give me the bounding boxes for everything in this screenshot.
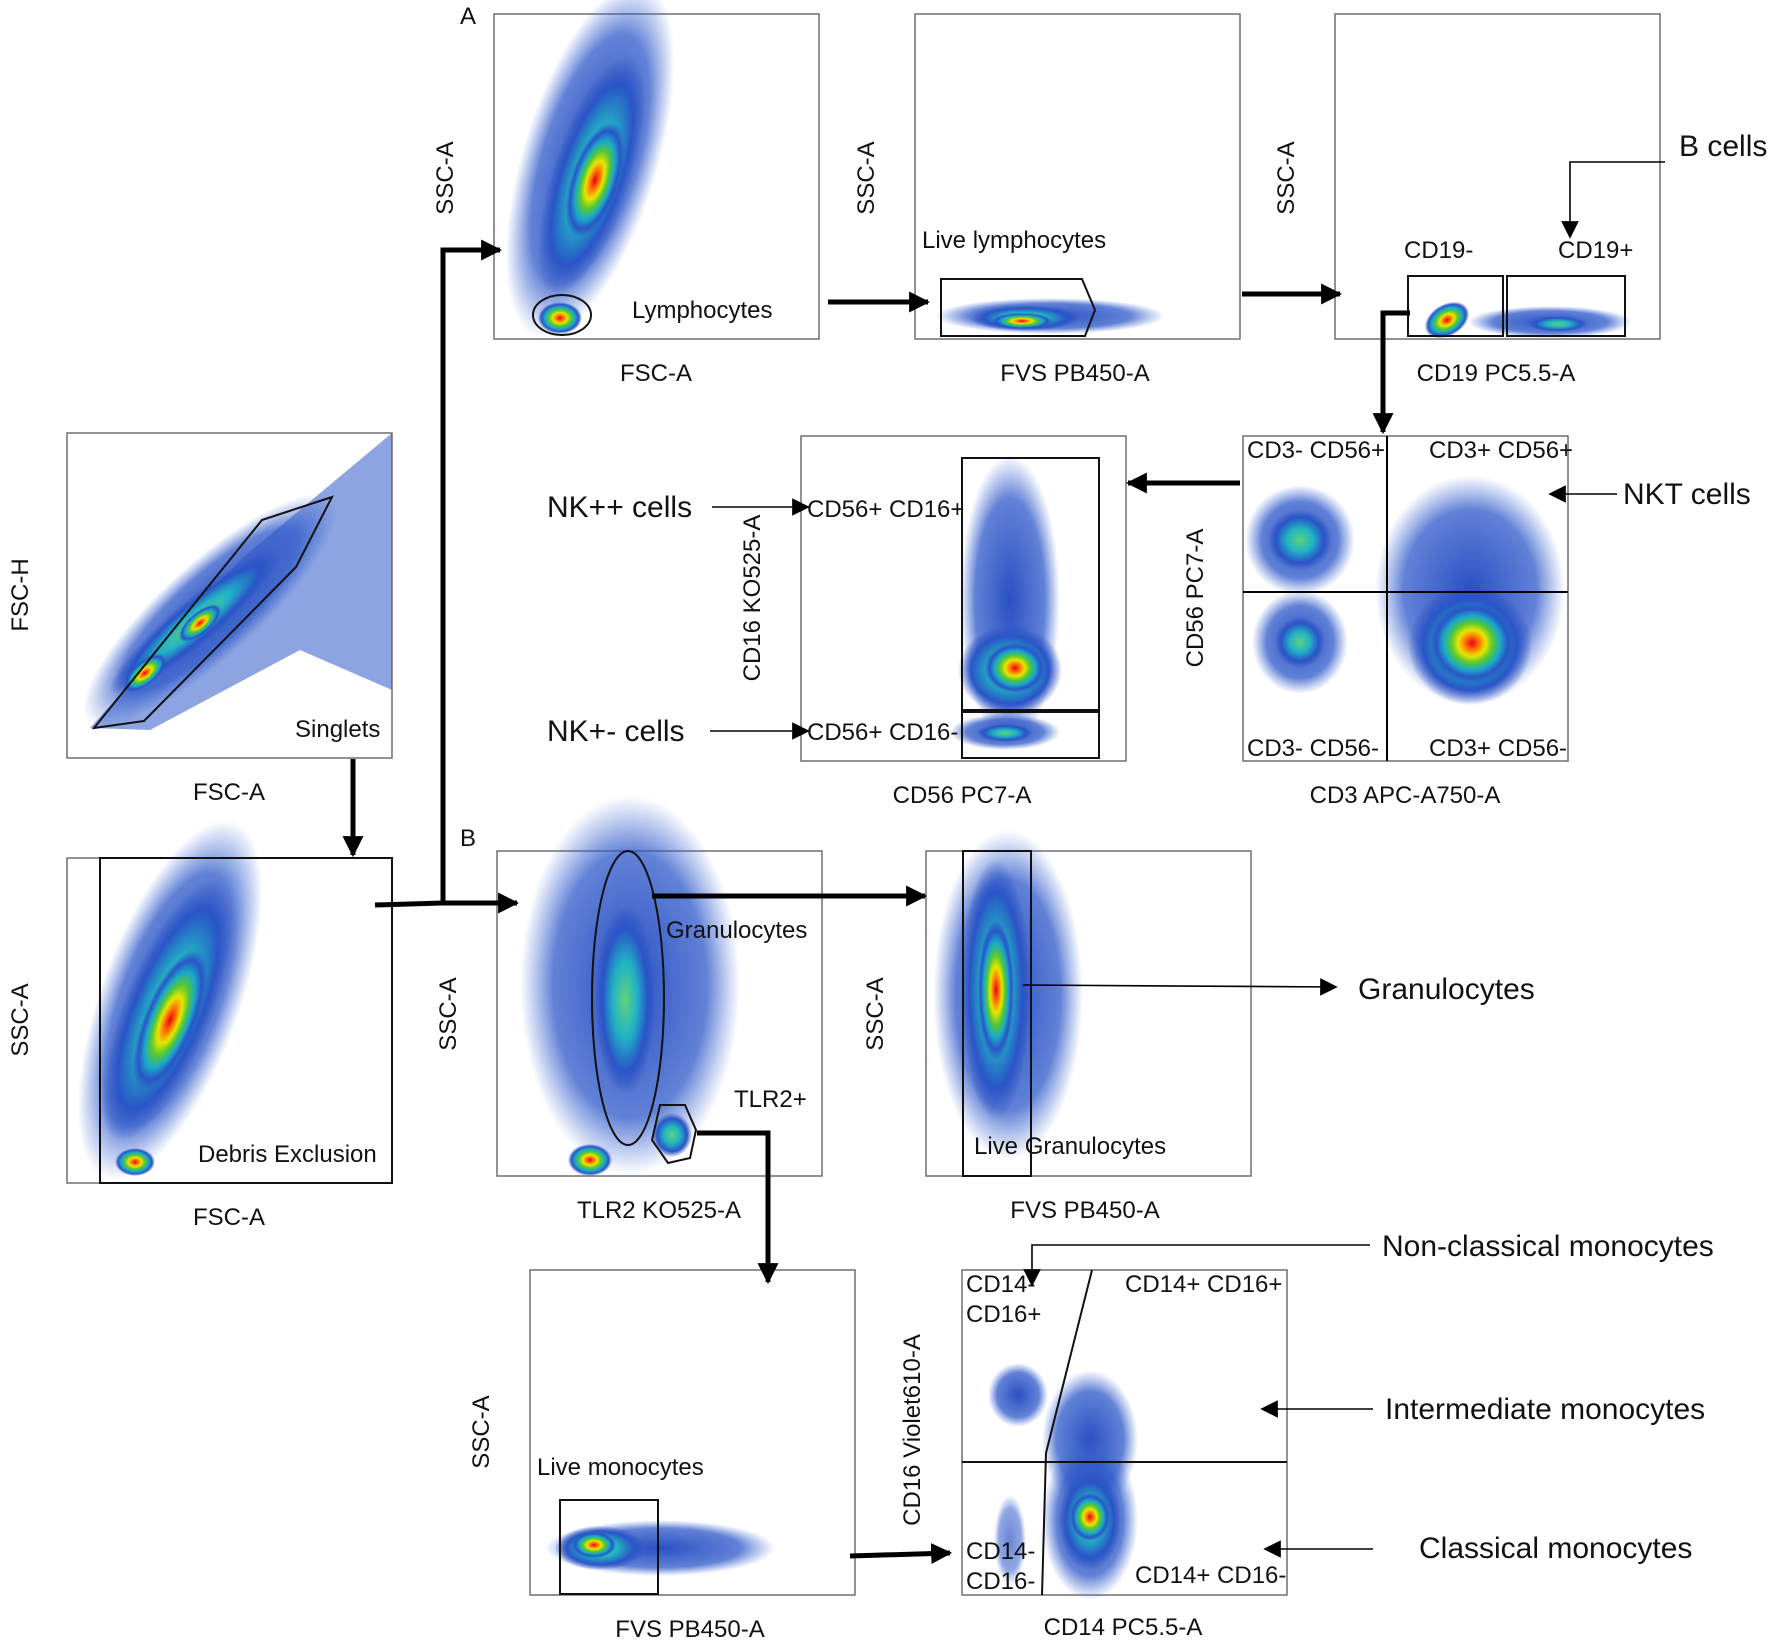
cd14-quadrant-tl-1: CD14-: [966, 1271, 1035, 1298]
singlets-gate: [91, 495, 335, 730]
non-classical-monocytes-label: Non-classical monocytes: [1382, 1230, 1714, 1263]
cd56-x-axis: CD56 PC7-A: [893, 782, 1032, 809]
cd56-cd16-positive-gate: [961, 457, 1100, 711]
live-granulocytes-x-axis: FVS PB450-A: [1010, 1197, 1159, 1224]
panel-letter-b: B: [460, 825, 476, 852]
lymphocytes-plot: Lymphocytes FSC-A SSC-A: [432, 0, 820, 387]
granulocytes-gate-label: Granulocytes: [666, 917, 807, 944]
cd19-plot: CD19- CD19+ CD19 PC5.5-A SSC-A: [1273, 13, 1661, 387]
debris-plot: Debris Exclusion FSC-A SSC-A: [7, 819, 393, 1231]
live-monocytes-y-axis: SSC-A: [468, 1395, 495, 1468]
tlr2-plot: Granulocytes TLR2+ TLR2 KO525-A SSC-A: [435, 795, 823, 1224]
cd14-quadrant-bl-2: CD16-: [966, 1568, 1035, 1595]
granulocytes-gate: [591, 850, 665, 1146]
granulocytes-population-label: Granulocytes: [1358, 973, 1535, 1006]
lymphocytes-gate: [532, 294, 592, 336]
cd56-cd16-density: [950, 455, 1062, 750]
cd56-cd16-plot: CD56+ CD16+ CD56+ CD16- CD56 PC7-A CD16 …: [739, 435, 1127, 809]
live-monocytes-density: [545, 1520, 775, 1576]
live-monocytes-gate: [559, 1499, 659, 1595]
debris-x-axis: FSC-A: [193, 1204, 265, 1231]
cd3-quadrant-bl: CD3- CD56-: [1247, 735, 1379, 762]
cd3-y-axis: CD56 PC7-A: [1182, 529, 1209, 668]
cd14-x-axis: CD14 PC5.5-A: [1044, 1614, 1203, 1641]
live-lymphocytes-plot: Live lymphocytes FVS PB450-A SSC-A: [853, 13, 1241, 387]
live-lymphocytes-y-axis: SSC-A: [853, 141, 880, 214]
tlr2-y-axis: SSC-A: [435, 977, 462, 1050]
live-granulocytes-gate-label: Live Granulocytes: [974, 1133, 1166, 1160]
lymphocytes-gate-label: Lymphocytes: [632, 297, 773, 324]
live-granulocytes-plot: Live Granulocytes FVS PB450-A SSC-A: [862, 830, 1252, 1224]
live-lymphocytes-x-axis: FVS PB450-A: [1000, 360, 1149, 387]
cd19-negative-label: CD19-: [1404, 237, 1473, 264]
live-lymphocytes-density: [935, 298, 1165, 334]
cd19-negative-gate: [1407, 275, 1504, 337]
tlr2-positive-label: TLR2+: [734, 1086, 807, 1113]
singlets-x-axis: FSC-A: [193, 779, 265, 806]
debris-y-axis: SSC-A: [7, 983, 34, 1056]
singlets-y-axis: FSC-H: [7, 558, 34, 631]
live-granulocytes-gate: [962, 850, 1032, 1177]
b-cells-label: B cells: [1679, 130, 1767, 163]
live-monocytes-gate-label: Live monocytes: [537, 1454, 704, 1481]
cd19-density: [1424, 301, 1632, 339]
nk-pm-cells-label: NK+- cells: [547, 715, 685, 748]
intermediate-monocytes-label: Intermediate monocytes: [1385, 1393, 1705, 1426]
live-granulocytes-density: [933, 830, 1083, 1160]
panel-letter-a: A: [460, 3, 476, 30]
cd14-quadrant-br: CD14+ CD16-: [1135, 1562, 1286, 1589]
cd19-y-axis: SSC-A: [1273, 141, 1300, 214]
live-lymphocytes-gate: [940, 278, 1097, 337]
cd56-cd16-positive-label: CD56+ CD16+: [807, 496, 964, 523]
cd14-quadrant-tr: CD14+ CD16+: [1125, 1271, 1282, 1298]
nk-pp-cells-label: NK++ cells: [547, 491, 692, 524]
lymphocytes-y-axis: SSC-A: [432, 141, 459, 214]
cd56-cd16-negative-gate: [961, 711, 1100, 759]
cd3-quadrant-tl: CD3- CD56+: [1247, 437, 1385, 464]
flow-arrows: [342, 239, 1410, 1565]
cd14-quadrant-bl-1: CD14-: [966, 1538, 1035, 1565]
lymphocytes-x-axis: FSC-A: [620, 360, 692, 387]
debris-gate-label: Debris Exclusion: [198, 1141, 377, 1168]
population-callouts: B cells NKT cells NK++ cells NK+- cells …: [547, 130, 1767, 1565]
cd3-quadrant-br: CD3+ CD56-: [1429, 735, 1567, 762]
cd14-quadrant-tl-2: CD16+: [966, 1301, 1041, 1328]
lymphocytes-density: [505, 0, 675, 339]
cd3-quadrant-tr: CD3+ CD56+: [1429, 437, 1573, 464]
singlets-density: [83, 433, 392, 730]
cd19-positive-gate: [1506, 275, 1626, 337]
cd19-positive-label: CD19+: [1558, 237, 1633, 264]
live-lymphocytes-gate-label: Live lymphocytes: [922, 227, 1106, 254]
debris-gate: [99, 857, 393, 1184]
live-granulocytes-y-axis: SSC-A: [862, 977, 889, 1050]
cd3-cd56-plot: CD3- CD56+ CD3+ CD56+ CD3- CD56- CD3+ CD…: [1182, 435, 1573, 809]
cd19-x-axis: CD19 PC5.5-A: [1417, 360, 1576, 387]
live-monocytes-plot: Live monocytes FVS PB450-A SSC-A: [468, 1269, 856, 1642]
cd56-y-axis: CD16 KO525-A: [739, 515, 766, 682]
debris-density: [77, 819, 263, 1181]
nkt-cells-label: NKT cells: [1623, 478, 1751, 511]
cd14-cd16-plot: CD14- CD16+ CD14+ CD16+ CD14- CD16- CD14…: [899, 1269, 1288, 1641]
cd3-cd56-density: [1245, 475, 1565, 705]
cd14-cd16-density: [988, 1363, 1138, 1600]
singlets-gate-label: Singlets: [295, 716, 380, 743]
tlr2-density: [520, 795, 740, 1176]
live-monocytes-x-axis: FVS PB450-A: [615, 1616, 764, 1642]
cd56-cd16-negative-label: CD56+ CD16-: [807, 719, 958, 746]
cd3-x-axis: CD3 APC-A750-A: [1310, 782, 1501, 809]
cd14-gate-diagonal: [1041, 1269, 1093, 1596]
tlr2-positive-gate: [650, 1104, 698, 1165]
singlets-plot: Singlets FSC-A FSC-H: [7, 432, 393, 806]
classical-monocytes-label: Classical monocytes: [1419, 1532, 1692, 1565]
cd14-y-axis: CD16 Violet610-A: [899, 1334, 926, 1526]
tlr2-x-axis: TLR2 KO525-A: [577, 1197, 741, 1224]
